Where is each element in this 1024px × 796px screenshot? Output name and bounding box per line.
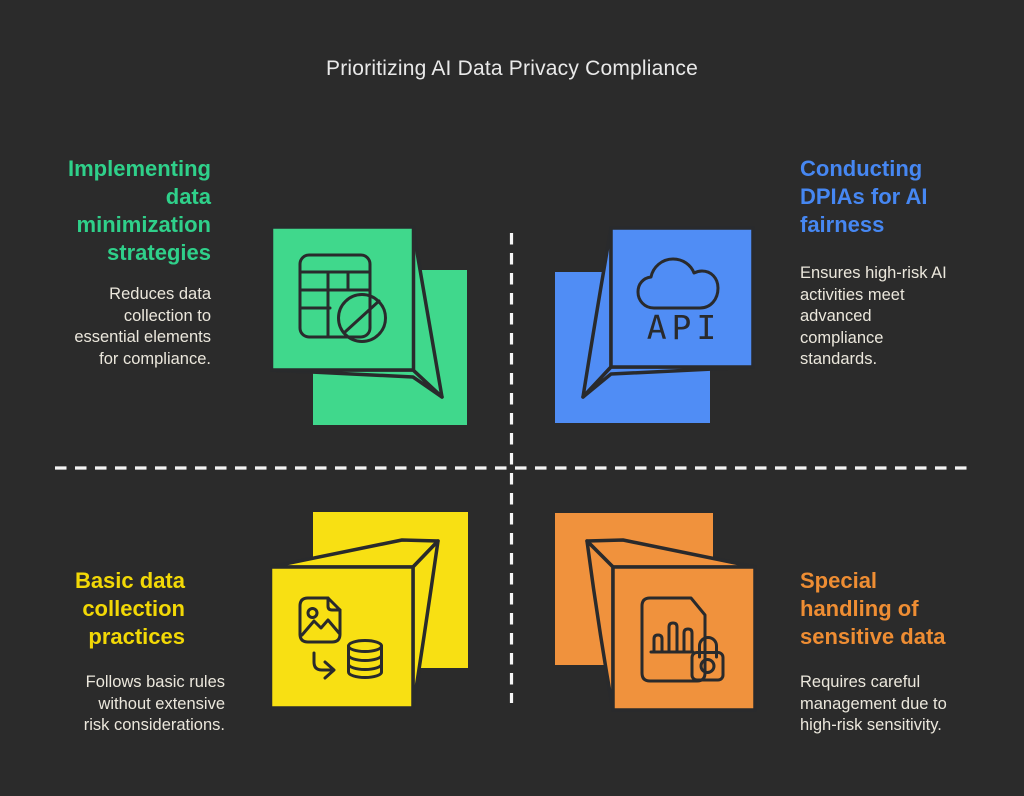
no-symbol-icon (337, 293, 387, 343)
front-square (609, 226, 755, 369)
document-lock-icon (555, 513, 757, 712)
cloud-glyph (636, 257, 720, 310)
cube-flap-right (411, 539, 440, 710)
quadrant-heading: Implementing data minimization strategie… (67, 156, 211, 265)
data-table-blocked-icon (270, 225, 467, 425)
quadrant-description: Requires careful management due to high-… (800, 673, 947, 734)
quadrant-description: Follows basic rules without extensive ri… (83, 673, 225, 734)
quadrant-description: Ensures high-risk AI activities meet adv… (800, 264, 947, 368)
quadrant-heading: Special handling of sensitive data (800, 568, 946, 649)
image-to-database-icon (270, 512, 468, 710)
bar-chart-glyph (649, 621, 695, 654)
quadrant-bottom-left: Basic data collection practices Follows … (20, 567, 225, 737)
cloud-api-icon: API (555, 226, 755, 423)
document-glyph (640, 596, 707, 683)
front-square (270, 565, 415, 710)
database-glyph (347, 639, 383, 679)
front-square (270, 225, 416, 372)
arrow-glyph (312, 651, 336, 680)
quadrant-heading: Conducting DPIAs for AI fairness (800, 156, 928, 237)
cube-flap-left (585, 539, 615, 712)
padlock-glyph (690, 636, 725, 682)
quadrant-bottom-right: Special handling of sensitive data Requi… (800, 567, 1012, 737)
quadrant-description: Reduces data collection to essential ele… (74, 285, 211, 368)
no-symbol-slash (343, 299, 381, 334)
quadrant-top-right: Conducting DPIAs for AI fairness Ensures… (800, 155, 1004, 371)
image-glyph (298, 596, 342, 644)
api-label: API (647, 308, 722, 347)
quadrant-heading: Basic data collection practices (74, 568, 185, 649)
quadrant-top-left: Implementing data minimization strategie… (20, 155, 211, 370)
page-title: Prioritizing AI Data Privacy Compliance (326, 57, 698, 80)
